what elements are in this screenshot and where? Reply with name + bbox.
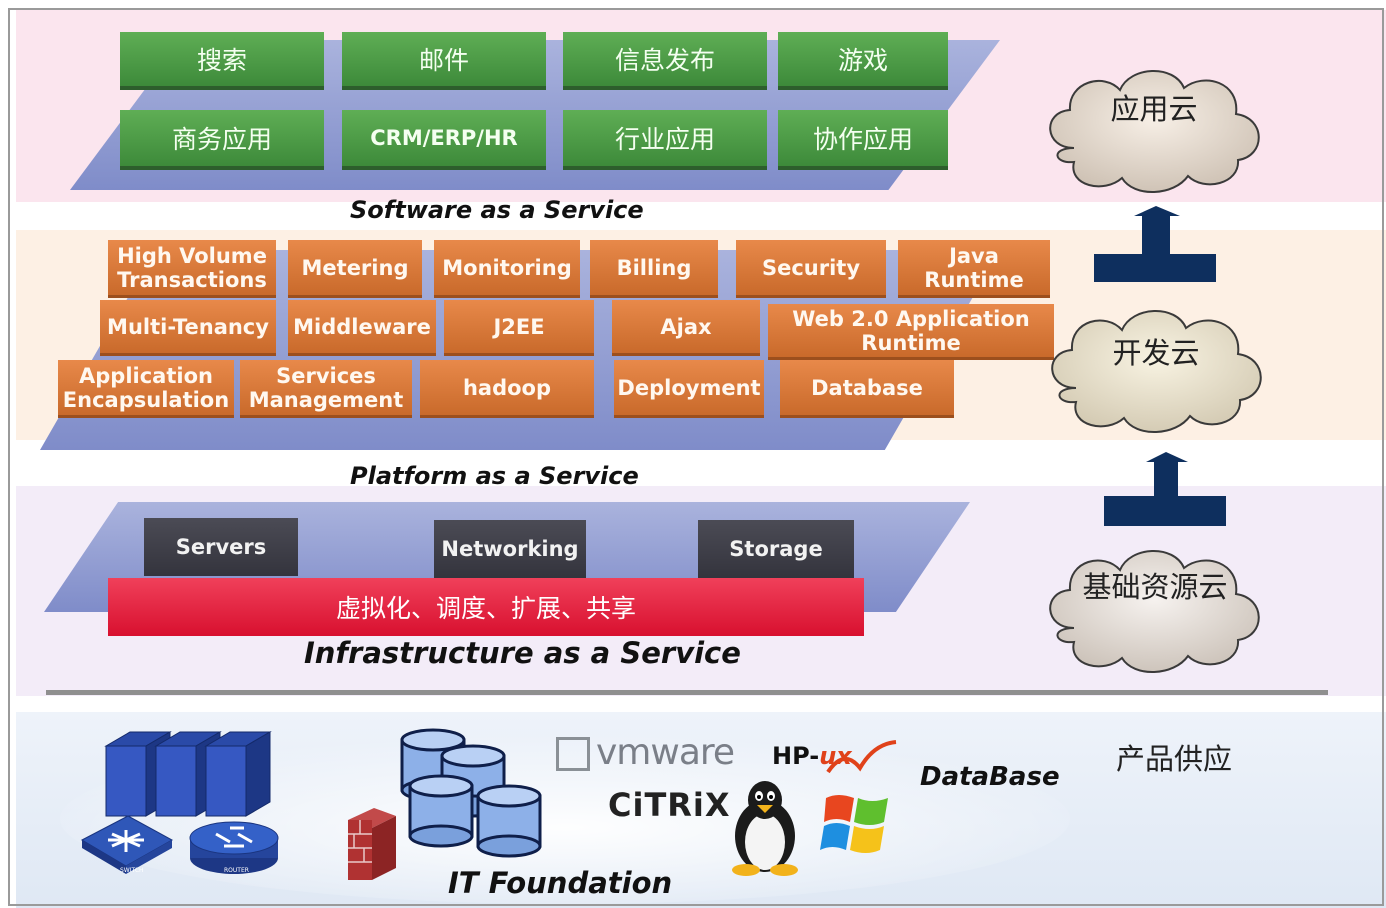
- paas-box-ajax: Ajax: [612, 300, 760, 356]
- paas-box-monitoring: Monitoring: [434, 240, 580, 298]
- app-cloud-label: 应用云: [1110, 92, 1198, 126]
- saas-box-games: 游戏: [778, 32, 948, 90]
- switch-label: SWITCH: [120, 867, 144, 874]
- vmware-mark-icon: [556, 737, 590, 771]
- paas-box-security: Security: [736, 240, 886, 298]
- dev-cloud-label: 开发云: [1112, 336, 1200, 370]
- router-icon: ROUTER: [189, 821, 279, 874]
- paas-box-middleware: Middleware: [288, 300, 436, 356]
- cloud-icon: [1049, 550, 1260, 673]
- saas-box-industry: 行业应用: [563, 110, 767, 170]
- paas-box-metering: Metering: [288, 240, 422, 298]
- paas-box-java-runtime: Java Runtime: [898, 240, 1050, 298]
- windows-logo-icon: [820, 795, 888, 853]
- cloud-icon: [1051, 310, 1262, 433]
- paas-box-billing: Billing: [590, 240, 718, 298]
- hp-ux-swoosh-icon: [826, 740, 897, 774]
- iaas-box-storage: Storage: [698, 520, 854, 578]
- paas-box-web20-runtime: Web 2.0 Application Runtime: [768, 304, 1054, 360]
- iaas-caption: Infrastructure as a Service: [304, 636, 741, 670]
- paas-box-deployment: Deployment: [614, 360, 764, 418]
- paas-box-services-management: Services Management: [240, 360, 412, 418]
- vmware-logo: vmware: [556, 732, 735, 773]
- iaas-box-networking: Networking: [434, 520, 586, 578]
- product-supply-label: 产品供应: [1116, 742, 1233, 776]
- saas-box-collaboration: 协作应用: [778, 110, 948, 170]
- storage-cylinders-icon: [400, 728, 542, 858]
- citrix-logo: CiTRiX: [608, 786, 731, 824]
- paas-caption: Platform as a Service: [350, 462, 639, 490]
- paas-box-database: Database: [780, 360, 954, 418]
- database-vendor-label: DataBase: [920, 762, 1060, 792]
- up-arrow-icon: [1104, 452, 1226, 526]
- switch-icon: SWITCH: [80, 815, 174, 874]
- infra-cloud-label: 基础资源云: [1082, 570, 1228, 604]
- infra-cloud: 基础资源云: [1034, 530, 1276, 680]
- saas-box-mail: 邮件: [342, 32, 546, 90]
- saas-box-search: 搜索: [120, 32, 324, 90]
- iaas-box-servers: Servers: [144, 518, 298, 576]
- foundation-caption: IT Foundation: [448, 866, 673, 900]
- layer-divider: [46, 690, 1328, 695]
- paas-box-high-volume: High Volume Transactions: [108, 240, 276, 298]
- server-rack-icon: [104, 731, 272, 817]
- paas-box-hadoop: hadoop: [420, 360, 594, 418]
- saas-box-publishing: 信息发布: [563, 32, 767, 90]
- dev-cloud: 开发云: [1036, 290, 1276, 440]
- foundation-glow: [60, 734, 1070, 904]
- saas-box-crm: CRM/ERP/HR: [342, 110, 546, 170]
- paas-box-app-encapsulation: Application Encapsulation: [58, 360, 234, 418]
- hp-ux-logo: HP-ux: [772, 742, 852, 770]
- app-cloud: 应用云: [1034, 52, 1274, 200]
- router-label: ROUTER: [224, 867, 249, 874]
- linux-penguin-icon: [732, 781, 798, 876]
- cloud-icon: [1049, 70, 1260, 193]
- firewall-icon: [348, 808, 396, 880]
- saas-caption: Software as a Service: [350, 196, 644, 224]
- paas-box-j2ee: J2EE: [444, 300, 594, 356]
- saas-box-business: 商务应用: [120, 110, 324, 170]
- paas-box-multi-tenancy: Multi-Tenancy: [100, 300, 276, 356]
- virtualization-bar: 虚拟化、调度、扩展、共享: [108, 578, 864, 636]
- up-arrow-icon: [1094, 206, 1216, 282]
